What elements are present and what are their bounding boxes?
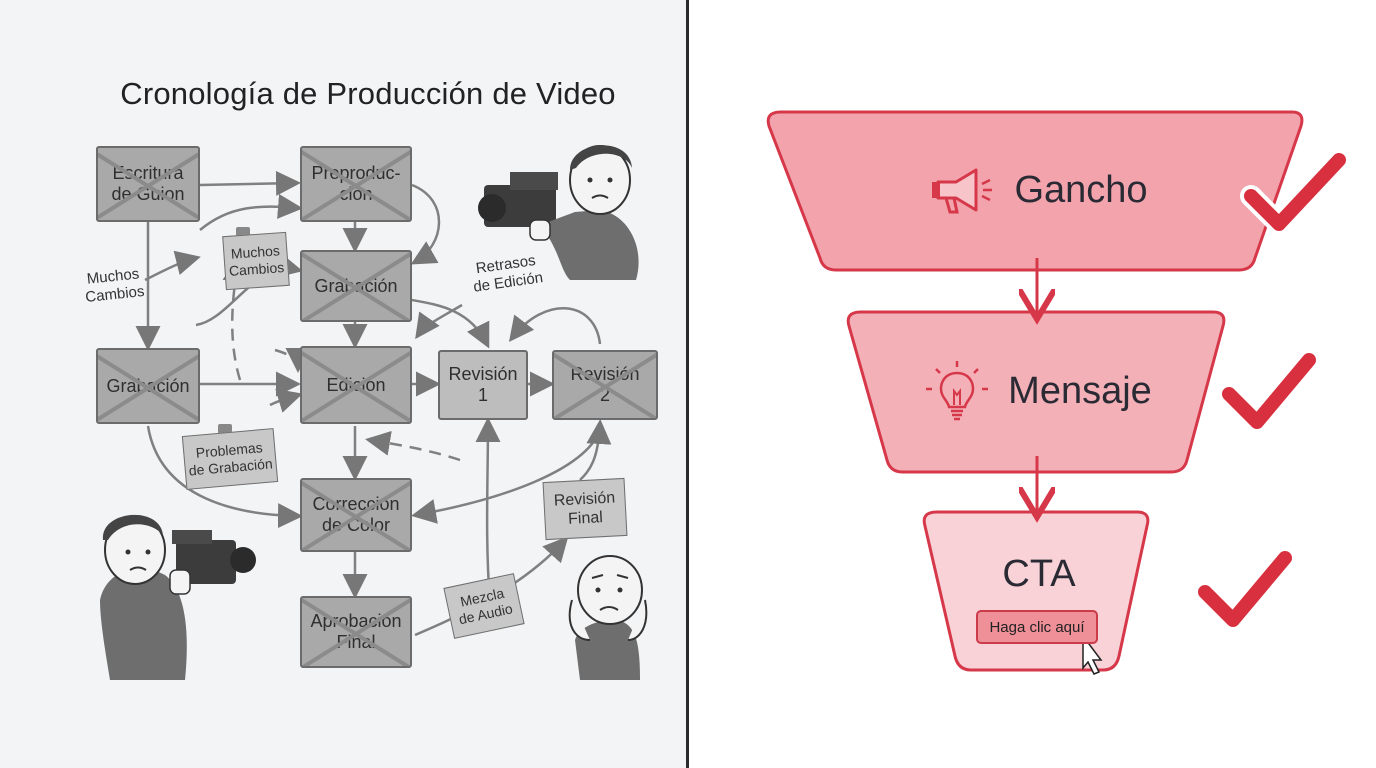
step-revision-1: Revisión 1	[438, 350, 528, 420]
step-revision-2: Revisión 2	[552, 350, 658, 420]
note-muchos-cambios: Muchos Cambios	[222, 231, 290, 291]
check-icon-cta	[1198, 551, 1292, 627]
stage-cta: CTA	[959, 546, 1119, 602]
lightbulb-icon	[926, 361, 989, 421]
stage-mensaje-shape	[846, 310, 1226, 474]
stage-mensaje-label: Mensaje	[1008, 369, 1152, 412]
cursor-icon	[1082, 633, 1103, 675]
stage-gancho-label: Gancho	[1014, 168, 1148, 211]
step-aprobacion-final: Aprobación Final	[300, 596, 412, 668]
panel-divider	[686, 0, 689, 768]
note-problemas-de-grabacion: Problemas de Grabación	[181, 428, 279, 490]
stage-gancho-shape	[766, 110, 1304, 272]
stage-gancho: Gancho	[909, 158, 1165, 222]
camera-operator-illustration	[478, 145, 639, 280]
step-preproduccion: Preproduc- ción	[300, 146, 412, 222]
step-correccion-de-color: Corrección de Color	[300, 478, 412, 552]
cta-haga-clic-button[interactable]: Haga clic aquí	[976, 610, 1098, 644]
videographer-illustration	[100, 514, 256, 680]
timeline-title: Cronología de Producción de Video	[120, 76, 616, 111]
right-panel: Gancho Mensaje CTA Haga clic aquí	[689, 0, 1376, 768]
step-grabacion-top: Grabación	[300, 250, 412, 322]
worried-person-illustration	[568, 555, 648, 680]
stage-mensaje: Mensaje	[903, 358, 1173, 424]
left-panel: Cronología de Producción de Video	[0, 0, 686, 768]
check-icon-gancho	[1244, 153, 1346, 231]
note-revision-final: Revisión Final	[542, 477, 628, 541]
timeline-arrows	[100, 145, 648, 680]
check-icon-mensaje	[1222, 353, 1316, 429]
step-grabacion-left: Grabación	[96, 348, 200, 424]
step-escritura-de-guion: Escritura de Guion	[96, 146, 200, 222]
stage-cta-label: CTA	[1002, 552, 1076, 595]
label-muchos-cambios: Muchos Cambios	[84, 265, 146, 307]
megaphone-icon	[932, 168, 993, 214]
step-edicion: Edición	[300, 346, 412, 424]
